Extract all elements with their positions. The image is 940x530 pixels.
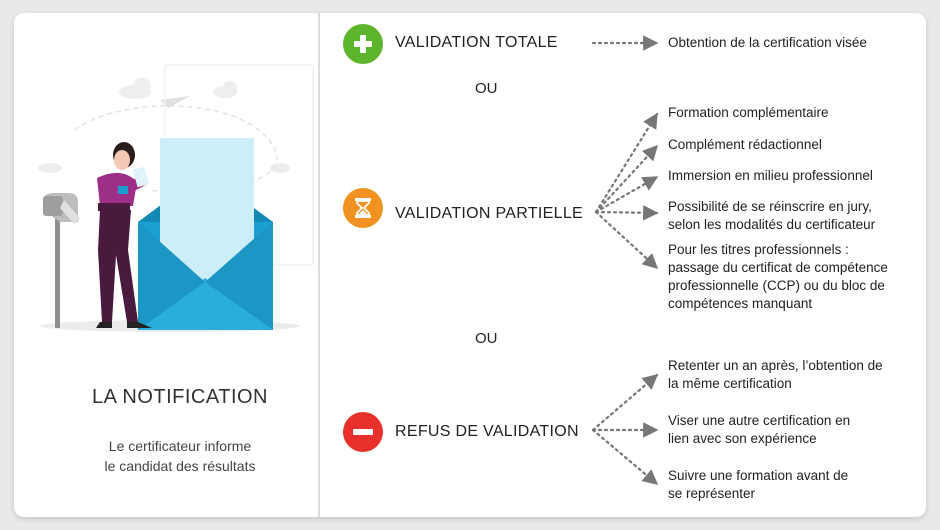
vertical-divider [318,13,320,517]
outcome-partielle-2: Complément rédactionnel [668,136,822,154]
outcome-refus-3: Suivre une formation avant de se représe… [668,467,848,503]
refus-badge [343,412,383,452]
outcome-line: compétences manquant [668,296,813,311]
minus-icon [353,429,373,435]
paper-plane-icon [160,96,190,108]
envelope-icon [138,138,273,330]
outcome-refus-2: Viser une autre certification en lien av… [668,412,850,448]
hourglass-icon [355,198,371,218]
mailbox-icon [43,193,80,328]
outcome-line: Viser une autre certification en [668,413,851,428]
ou-separator: OU [475,80,498,97]
arrow-refus-1 [591,373,659,432]
arrow-partielle-2 [594,144,659,214]
outcome-line: professionnelle (CCP) ou du bloc de [668,278,885,293]
validation-totale-badge [343,24,383,64]
arrow-partielle-4 [594,205,659,221]
plus-icon [354,35,372,53]
refus-label: REFUS DE VALIDATION [395,423,579,440]
outcome-refus-1: Retenter un an après, l’obtention de la … [668,357,883,393]
outcome-line: Suivre une formation avant de [668,468,849,483]
outcome-line: se représenter [668,486,756,501]
validation-totale-label: VALIDATION TOTALE [395,34,558,51]
left-title: LA NOTIFICATION [91,386,269,408]
outcome-line: Obtention de la certification visée [668,35,867,50]
outcome-line: Complément rédactionnel [668,137,822,152]
outcome-partielle-1: Formation complémentaire [668,104,829,122]
arrow-partielle-1 [594,112,659,214]
notification-illustration [38,64,314,332]
outcome-line: selon les modalités du certificateur [668,217,876,232]
outcome-line: Retenter un an après, l’obtention de [668,358,883,373]
outcome-line: Formation complémentaire [668,105,829,120]
outcome-partielle-3: Immersion en milieu professionnel [668,167,873,185]
outcome-line: la même certification [668,376,792,391]
validation-partielle-badge [343,188,383,228]
description-line: Le certificateur informe [108,438,252,454]
outcome-partielle-4: Possibilité de se réinscrire en jury, se… [668,198,875,234]
arrow-partielle-5 [594,210,659,270]
ou-separator: OU [475,330,498,347]
description-line: le candidat des résultats [104,458,256,474]
outcome-totale: Obtention de la certification visée [668,34,867,52]
arrow-partielle-3 [594,175,659,214]
arrow-refus-3 [591,428,659,486]
person-icon [96,142,152,328]
validation-partielle-label: VALIDATION PARTIELLE [395,205,583,222]
outcome-line: Immersion en milieu professionnel [668,168,873,183]
outcome-line: passage du certificat de compétence [668,260,888,275]
left-description: Le certificateur informe le candidat des… [40,436,320,476]
outcome-line: Possibilité de se réinscrire en jury, [668,199,872,214]
outcome-line: lien avec son expérience [668,431,817,446]
outcome-line: Pour les titres professionnels : [668,242,849,257]
outcome-partielle-5: Pour les titres professionnels : passage… [668,241,888,313]
